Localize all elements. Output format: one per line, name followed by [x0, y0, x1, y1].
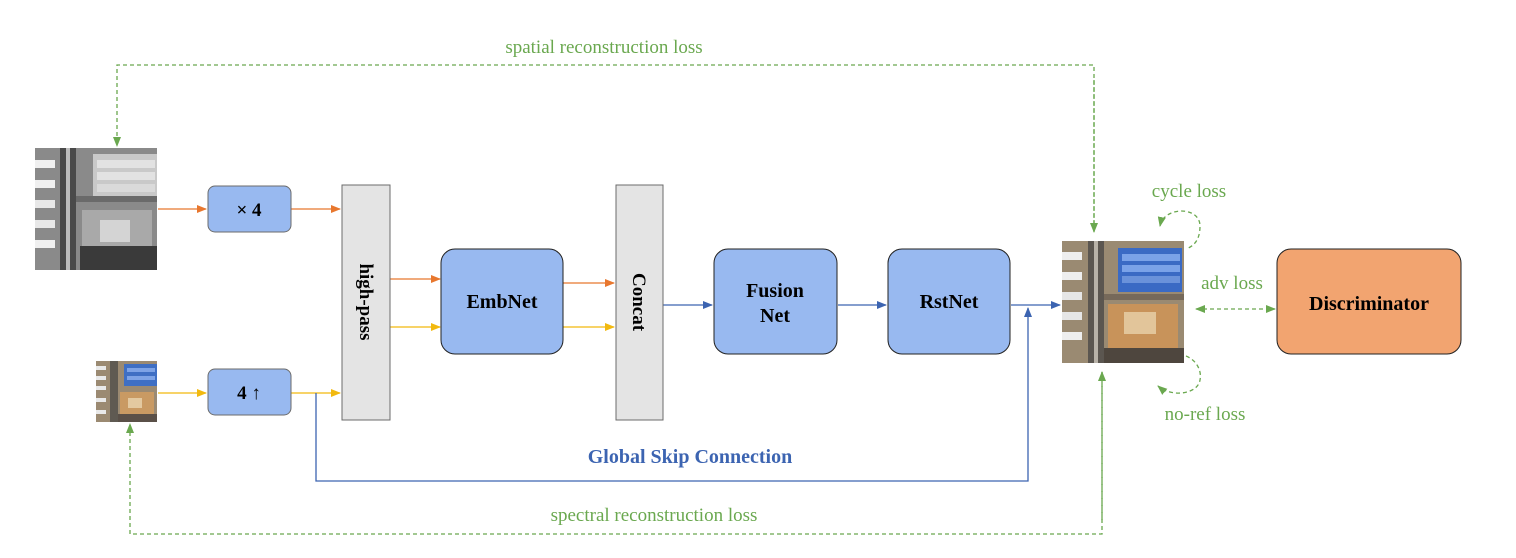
discriminator-block: Discriminator	[1276, 248, 1462, 355]
fusion-label-line1: Fusion	[746, 280, 804, 302]
cycle-loss-arrow	[1157, 210, 1201, 250]
concat-block: Concat	[615, 184, 664, 421]
rstnet-label: RstNet	[920, 291, 979, 313]
rstnet-block: RstNet	[887, 248, 1011, 355]
embnet-label: EmbNet	[466, 291, 537, 313]
global-skip-label: Global Skip Connection	[588, 446, 793, 468]
noref-loss-label: no-ref loss	[1165, 404, 1246, 425]
noref-loss-arrow	[1157, 355, 1202, 395]
fusion-label-line2: Net	[760, 305, 790, 327]
cycle-loss-label: cycle loss	[1152, 181, 1226, 202]
ms-image	[96, 361, 157, 422]
adv-loss-label: adv loss	[1201, 273, 1263, 294]
global-skip-connection-line	[315, 307, 1032, 482]
up4-label: 4 ↑	[237, 383, 261, 404]
spectral-loss-loop	[126, 371, 1106, 535]
embnet-block: EmbNet	[440, 248, 564, 355]
highpass-block: high-pass	[341, 184, 391, 421]
times4-block: × 4	[207, 185, 292, 233]
spectral-loss-label: spectral reconstruction loss	[551, 505, 758, 526]
times4-label: × 4	[236, 200, 262, 221]
spatial-loss-label: spatial reconstruction loss	[505, 37, 702, 58]
discriminator-label: Discriminator	[1309, 293, 1429, 315]
spatial-loss-loop	[113, 64, 1098, 233]
concat-label: Concat	[628, 273, 649, 332]
up4-block: 4 ↑	[207, 368, 292, 416]
fusion-net-block: Fusion Net	[713, 248, 838, 355]
fused-output-image	[1062, 241, 1184, 363]
highpass-label: high-pass	[355, 263, 376, 340]
pan-image	[35, 148, 157, 270]
